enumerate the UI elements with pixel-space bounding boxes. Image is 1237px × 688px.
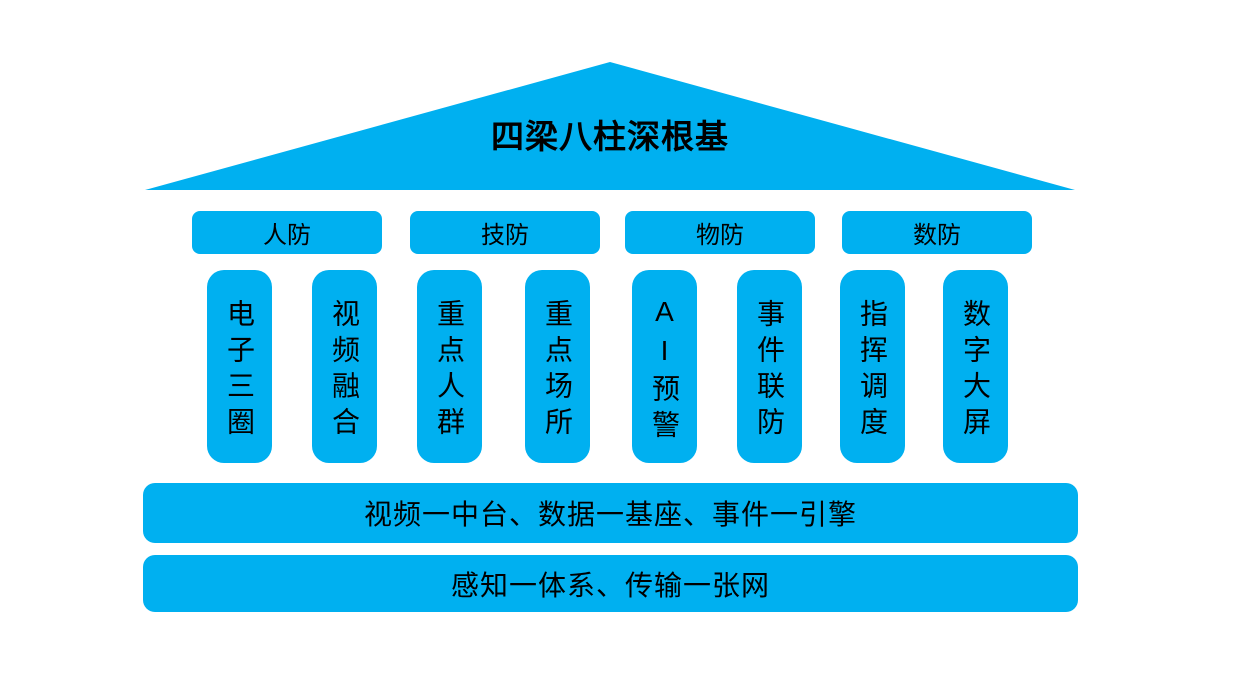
beam-label: 数防 <box>913 222 961 249</box>
diagram-title: 四梁八柱深根基 <box>491 118 729 155</box>
foundation-label: 视频一中台、数据一基座、事件一引擎 <box>363 499 857 530</box>
pillar-key-places: 重点场所 <box>525 270 590 463</box>
pillar-electronic-three-circles: 电子三圈 <box>207 270 272 463</box>
pillar-label: 指挥调度 <box>857 298 888 443</box>
pillar-label: 数字大屏 <box>960 298 991 443</box>
pillar-label: AI预警 <box>649 295 680 446</box>
pillar-event-joint-defense: 事件联防 <box>737 270 802 463</box>
beam-physical-defense: 物防 <box>625 211 815 254</box>
pillar-ai-early-warning: AI预警 <box>632 270 697 463</box>
beam-human-defense: 人防 <box>192 211 382 254</box>
beam-data-defense: 数防 <box>842 211 1032 254</box>
beam-tech-defense: 技防 <box>410 211 600 254</box>
pillar-label: 重点人群 <box>434 298 465 443</box>
pillar-key-persons: 重点人群 <box>417 270 482 463</box>
pillar-label: 视频融合 <box>329 298 360 443</box>
beam-label: 人防 <box>263 222 311 249</box>
foundation-label: 感知一体系、传输一张网 <box>450 569 770 601</box>
foundation-bar-platform-base-engine: 视频一中台、数据一基座、事件一引擎 <box>143 483 1078 543</box>
pillar-digital-big-screen: 数字大屏 <box>943 270 1008 463</box>
pillar-video-fusion: 视频融合 <box>312 270 377 463</box>
foundation-bar-perception-network: 感知一体系、传输一张网 <box>143 555 1078 612</box>
pillar-label: 重点场所 <box>542 298 573 443</box>
pillar-label: 事件联防 <box>754 298 785 443</box>
beam-label: 物防 <box>696 222 744 249</box>
pillar-label: 电子三圈 <box>224 298 255 443</box>
beam-label: 技防 <box>481 222 529 249</box>
pillar-command-dispatch: 指挥调度 <box>840 270 905 463</box>
